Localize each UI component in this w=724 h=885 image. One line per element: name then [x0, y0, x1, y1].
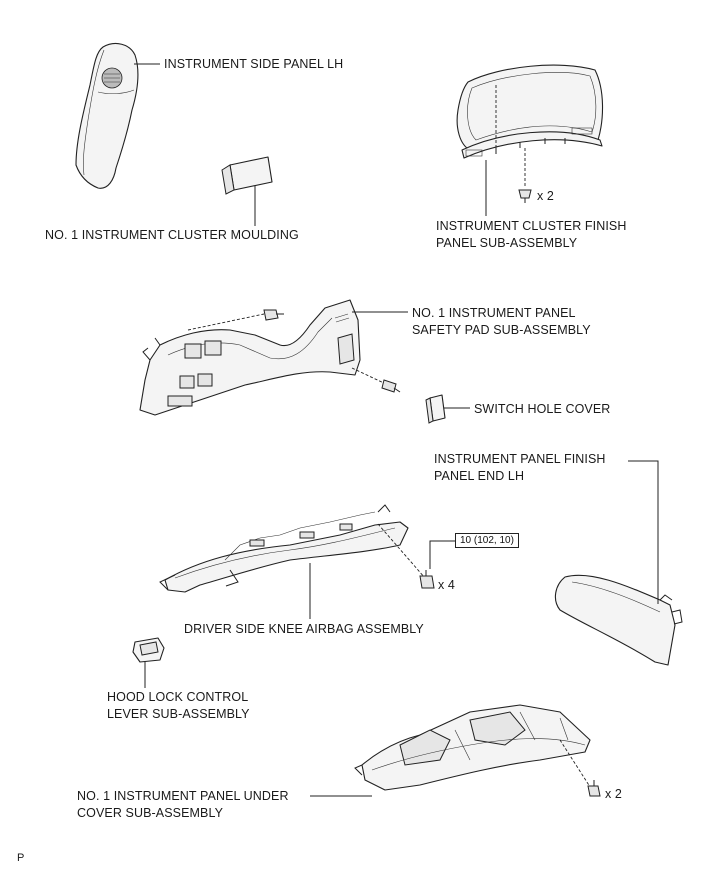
instrument-side-panel-lh-part — [75, 43, 139, 189]
label-instrument-side-panel: INSTRUMENT SIDE PANEL LH — [164, 57, 344, 71]
torque-spec-box: 10 (102, 10) — [455, 533, 519, 548]
leader-finish-end — [628, 460, 659, 604]
label-hood-lock-line1: HOOD LOCK CONTROL — [107, 690, 249, 704]
safety-pad-upper-screw-icon — [263, 309, 284, 321]
instrument-cluster-moulding-part — [221, 156, 273, 195]
label-hood-lock-line2: LEVER SUB-ASSEMBLY — [107, 707, 250, 721]
label-cluster-moulding: NO. 1 INSTRUMENT CLUSTER MOULDING — [45, 228, 299, 242]
driver-side-knee-airbag-part — [159, 504, 409, 593]
safety-pad-lower-screw-icon — [381, 379, 401, 393]
instrument-panel-safety-pad-part — [139, 299, 361, 416]
label-finish-end-line2: PANEL END LH — [434, 469, 525, 483]
label-under-cover-line2: COVER SUB-ASSEMBLY — [77, 806, 224, 820]
label-under-cover-line1: NO. 1 INSTRUMENT PANEL UNDER — [77, 789, 289, 803]
cluster-screw-icon — [518, 189, 532, 203]
safety-pad-lower-dashline — [351, 367, 389, 386]
label-cluster-finish-line2: PANEL SUB-ASSEMBLY — [436, 236, 578, 250]
hood-lock-control-lever-part — [132, 637, 165, 663]
safety-pad-clip-dashline — [187, 313, 265, 331]
instrument-panel-finish-end-part — [554, 574, 683, 666]
label-cluster-screw-qty: x 2 — [537, 189, 554, 203]
label-finish-end-line1: INSTRUMENT PANEL FINISH — [434, 452, 606, 466]
illustration-code-mark: P — [17, 852, 25, 864]
label-safety-pad-line1: NO. 1 INSTRUMENT PANEL — [412, 306, 576, 320]
leader-torque — [429, 540, 455, 569]
label-cluster-finish-line1: INSTRUMENT CLUSTER FINISH — [436, 219, 627, 233]
label-under-cover-qty: x 2 — [605, 787, 622, 801]
switch-hole-cover-part — [425, 394, 446, 424]
under-cover-screw-icon — [587, 780, 601, 797]
label-knee-airbag: DRIVER SIDE KNEE AIRBAG ASSEMBLY — [184, 622, 424, 636]
label-safety-pad-line2: SAFETY PAD SUB-ASSEMBLY — [412, 323, 591, 337]
knee-airbag-dashline — [377, 523, 426, 579]
instrument-cluster-finish-panel-part — [456, 64, 604, 159]
label-switch-hole-cover: SWITCH HOLE COVER — [474, 402, 611, 416]
instrument-panel-under-cover-part — [354, 704, 591, 791]
label-airbag-bolt-qty: x 4 — [438, 578, 455, 592]
knee-airbag-bolt-icon — [419, 570, 435, 589]
